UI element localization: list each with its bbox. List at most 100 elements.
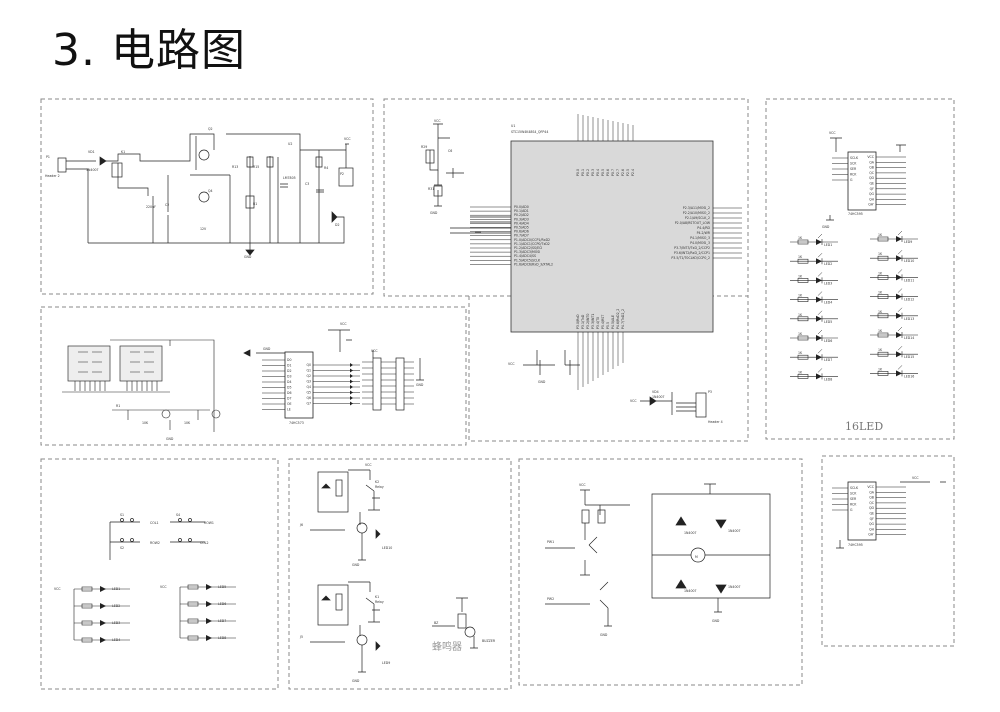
svg-text:ROW2: ROW2 (150, 541, 160, 545)
led-resistor (797, 278, 809, 283)
svg-text:12V: 12V (200, 227, 207, 231)
latch-arrow (350, 379, 353, 384)
sr-pin-label: VCC (867, 485, 874, 489)
led-diode (816, 335, 822, 341)
svg-text:GND: GND (600, 633, 608, 637)
mcu-pin-label: P0.7/AD7 (514, 234, 529, 238)
sr-pin-label: G (850, 178, 853, 182)
mcu-pin-label: P1.0/ADC0/CCP1/RxD2 (514, 238, 550, 242)
latch-chip (284, 351, 314, 419)
svg-text:R1: R1 (253, 202, 257, 206)
latch-arrow (350, 385, 353, 389)
led-resistor (877, 351, 889, 357)
connector-header2 (57, 157, 67, 173)
latch-pin-label: Q5 (306, 391, 311, 395)
led-label: LED3 (824, 281, 832, 285)
svg-text:74HC595: 74HC595 (848, 212, 863, 216)
shift-register-2 (847, 481, 877, 541)
mcu-section: U1 STC15W4K48S4_QFP44 P0.0/AD0P0.1/AD1P0… (421, 114, 742, 424)
led-diode (206, 618, 212, 624)
mcu-pin-label: P4.7/TxD2_2 (621, 309, 625, 329)
svg-text:ROW1: ROW1 (204, 521, 214, 525)
svg-text:R1: R1 (116, 404, 120, 408)
svg-text:GND: GND (166, 437, 174, 441)
mcu-pin-label: P4.6/RxD2_2 (616, 309, 620, 329)
sr-pin-label: QE (869, 512, 874, 516)
led-res-label: 1K (798, 236, 803, 240)
seven-seg-display-1 (67, 345, 111, 382)
svg-text:1N4007: 1N4007 (728, 529, 741, 533)
svg-text:74HC573: 74HC573 (289, 421, 304, 425)
mcu-pin-label: P0.3 (591, 169, 595, 176)
svg-text:GND: GND (244, 255, 252, 259)
sr-pin-label: QH (869, 527, 875, 531)
led-resistor (877, 371, 889, 376)
latch-arrow (350, 401, 353, 406)
led-res-label: 1K (798, 255, 803, 259)
led-diode (100, 586, 106, 592)
mcu-pin-label: P3.7/INT3/TxD_2/CCP2 (674, 246, 710, 250)
led-diode (206, 584, 212, 590)
latch-pin-label: Q4 (306, 385, 311, 389)
latch-pin-label: Q7 (306, 402, 311, 406)
sr-pin-label: QH' (868, 203, 874, 207)
mcu-pin-label: P0.0 (576, 169, 580, 176)
mcu-pin-label: P0.7 (611, 169, 615, 176)
mcu-pin-label: P3.5/T1/T0CLKO/CCP0_2 (671, 256, 710, 260)
led-ray (897, 365, 903, 370)
led-label: LED7 (824, 358, 832, 362)
svg-text:U2: U2 (288, 142, 292, 146)
mcu-pin-label: P4.5/ALE (611, 315, 615, 329)
led-ray (817, 349, 823, 354)
led-diode (896, 351, 902, 358)
led-resistor (797, 374, 809, 379)
sr-pin-label: RCK (850, 173, 857, 177)
power-supply-circuit (57, 133, 354, 256)
led-ray (817, 368, 823, 373)
sr-pin-label: QC (869, 171, 875, 175)
led-diode (896, 293, 902, 300)
svg-text:LED10: LED10 (382, 546, 392, 550)
svg-text:1N4007: 1N4007 (728, 585, 741, 589)
led-ray (897, 269, 903, 274)
svg-text:Q2: Q2 (208, 127, 213, 131)
mcu-pin-label: P3.6/INT2/RxD_2/CCP1 (674, 251, 710, 255)
svg-text:1N4007: 1N4007 (684, 531, 697, 535)
led-resistor (797, 316, 809, 322)
led-res-label: 1K (798, 294, 803, 298)
mcu-pin-label: P0.4 (596, 169, 600, 176)
svg-text:R4: R4 (324, 166, 328, 170)
led-label: LED14 (904, 336, 914, 340)
display-section: R1 10K 10K GND D0D1D2D3D4D5D6D7OELEQ0Q1Q… (62, 322, 424, 441)
led-diode (816, 315, 822, 322)
latch-pin-label: D2 (287, 369, 291, 373)
latch-arrow (350, 390, 353, 395)
led-label: LED7 (218, 619, 226, 623)
led-label: LED6 (824, 339, 832, 343)
mcu-pin-label: P4.4/RD (697, 226, 710, 230)
led-label: LED6 (218, 602, 226, 606)
mcu-pin-label: P3.3/INT1 (591, 314, 595, 329)
panel-power (40, 98, 374, 295)
latch-pin-label: OE (287, 402, 292, 406)
svg-text:Relay: Relay (375, 600, 384, 604)
sr-pin-label: QH (869, 197, 875, 201)
led-diode (896, 274, 902, 281)
mcu-pin-label: P2.1/A9/SCLK_2 (685, 216, 710, 220)
svg-text:S1: S1 (120, 513, 124, 517)
mcu-pin-label: P0.1 (581, 169, 585, 176)
led-diode (816, 296, 822, 303)
mcu-pin-label: P2.2/A10/MISO_2 (683, 211, 710, 215)
latch-pin-label: Q3 (306, 380, 311, 384)
led-label: LED1 (824, 243, 832, 247)
led-resistor (877, 236, 889, 242)
sr-pin-label: QF (870, 187, 875, 191)
led-resistor (187, 635, 199, 641)
mcu-pin-label: P3.0/RxD (576, 314, 580, 329)
svg-text:K1: K1 (121, 150, 125, 154)
led-diode (816, 354, 822, 361)
led-label: LED4 (824, 301, 832, 305)
led-resistor (797, 239, 809, 245)
